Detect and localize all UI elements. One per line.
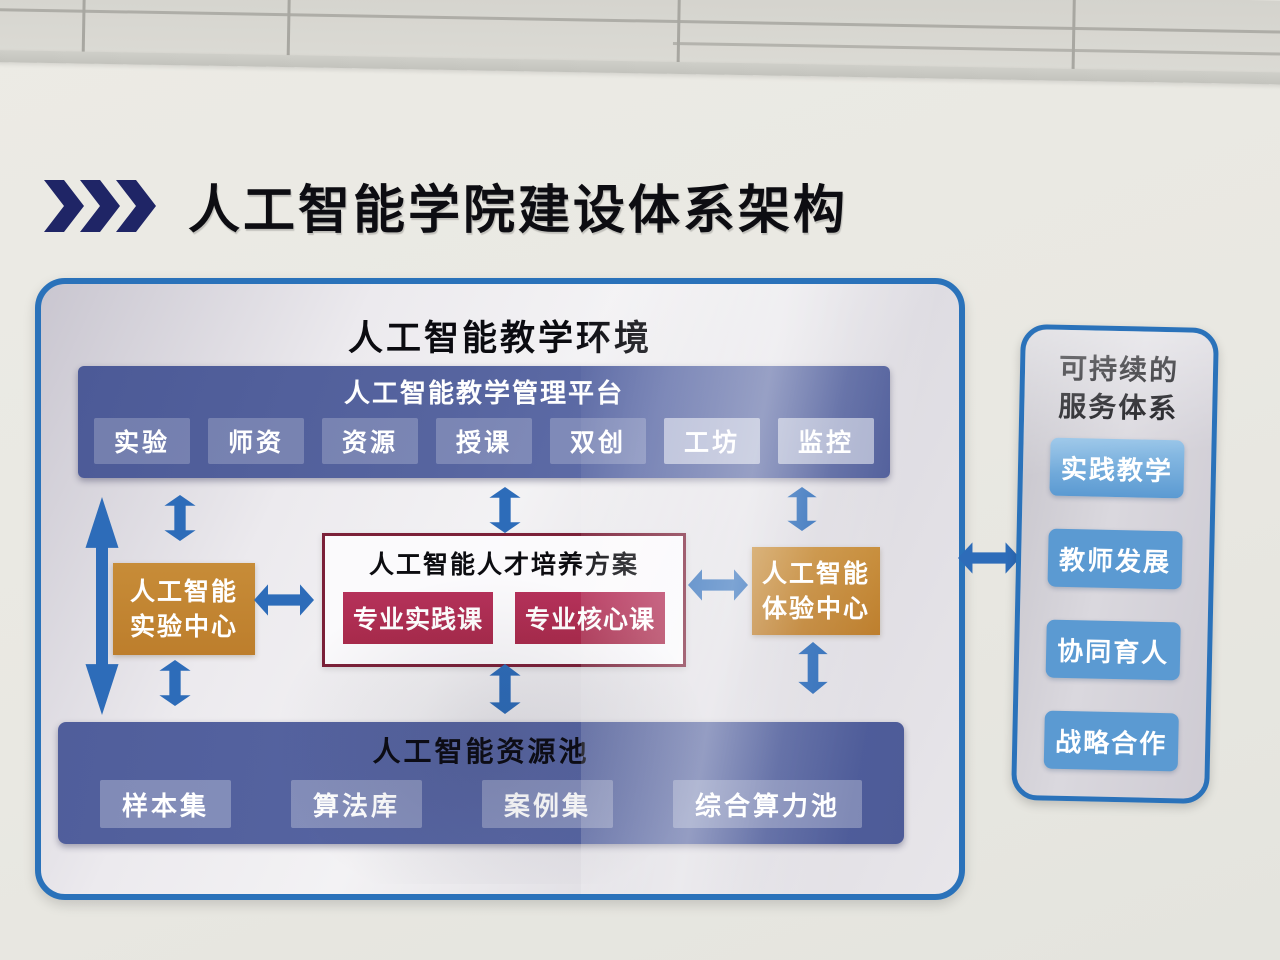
ceiling-grid-line — [286, 0, 291, 58]
service-item: 教师发展 — [1047, 528, 1183, 590]
course-box: 专业核心课 — [515, 592, 665, 644]
training-program-items: 专业实践课 专业核心课 — [325, 592, 683, 644]
double-arrow-vertical-icon — [797, 642, 829, 694]
resource-item: 算法库 — [290, 780, 422, 828]
side-panel-title-line: 可持续的 — [1058, 351, 1180, 388]
service-item: 战略合作 — [1043, 710, 1179, 772]
double-arrow-horizontal-icon — [958, 541, 1020, 575]
ceiling-grid-line — [1071, 0, 1076, 71]
double-arrow-vertical-icon — [488, 487, 522, 533]
platform-bar-title: 人工智能教学管理平台 — [343, 379, 624, 409]
sustainable-service-panel: 可持续的 服务体系 实践教学 教师发展 协同育人 战略合作 — [1011, 323, 1219, 805]
box-label-line: 人工智能 — [761, 559, 870, 588]
resource-pool-bar: 人工智能资源池 样本集 算法库 案例集 综合算力池 — [58, 722, 904, 844]
side-panel-title-line: 服务体系 — [1057, 389, 1179, 426]
double-arrow-vertical-icon — [488, 664, 522, 714]
resource-item: 样本集 — [100, 780, 232, 828]
triple-chevron-icon — [44, 179, 156, 232]
platform-item: 授课 — [436, 418, 532, 464]
double-arrow-vertical-icon — [786, 487, 818, 531]
double-arrow-horizontal-icon — [688, 568, 748, 602]
ai-experience-center-box: 人工智能 体验中心 — [752, 547, 880, 635]
course-box: 专业实践课 — [343, 592, 493, 644]
box-label-line: 体验中心 — [761, 594, 870, 623]
box-label-line: 人工智能 — [129, 577, 238, 606]
training-program-title: 人工智能人才培养方案 — [368, 550, 639, 579]
platform-item: 师资 — [208, 418, 304, 464]
ceiling-grid-line — [0, 7, 1280, 35]
service-item: 实践教学 — [1049, 437, 1185, 499]
talent-training-program-box: 人工智能人才培养方案 专业实践课 专业核心课 — [322, 533, 686, 667]
resource-item: 案例集 — [481, 780, 613, 828]
resource-pool-title: 人工智能资源池 — [372, 735, 590, 768]
service-item: 协同育人 — [1045, 619, 1181, 681]
platform-item: 监控 — [778, 418, 874, 464]
platform-item: 实验 — [94, 418, 190, 464]
platform-items: 实验 师资 资源 授课 双创 工坊 监控 — [94, 418, 874, 464]
teaching-environment-panel: 人工智能教学环境 人工智能教学管理平台 实验 师资 资源 授课 双创 工坊 监控… — [35, 278, 965, 900]
double-arrow-vertical-icon — [84, 497, 120, 715]
ai-experiment-center-box: 人工智能 实验中心 — [113, 563, 255, 655]
double-arrow-vertical-icon — [163, 495, 197, 541]
ceiling-grid-line — [673, 41, 1280, 57]
double-arrow-vertical-icon — [158, 660, 192, 706]
platform-item: 资源 — [322, 418, 418, 464]
heading: 人工智能学院建设体系架构 — [42, 168, 848, 243]
ceiling-grid-line — [81, 0, 86, 54]
ceiling-grid-line — [676, 0, 681, 65]
box-label-line: 实验中心 — [129, 612, 238, 641]
side-panel-title: 可持续的 服务体系 — [1024, 349, 1214, 429]
page-title: 人工智能学院建设体系架构 — [188, 181, 849, 241]
double-arrow-horizontal-icon — [254, 583, 314, 617]
resource-items: 样本集 算法库 案例集 综合算力池 — [100, 780, 862, 828]
platform-item: 双创 — [550, 418, 646, 464]
platform-item: 工坊 — [664, 418, 760, 464]
platform-bar: 人工智能教学管理平台 实验 师资 资源 授课 双创 工坊 监控 — [78, 366, 890, 478]
resource-item: 综合算力池 — [672, 780, 862, 828]
panel-title: 人工智能教学环境 — [347, 319, 652, 359]
